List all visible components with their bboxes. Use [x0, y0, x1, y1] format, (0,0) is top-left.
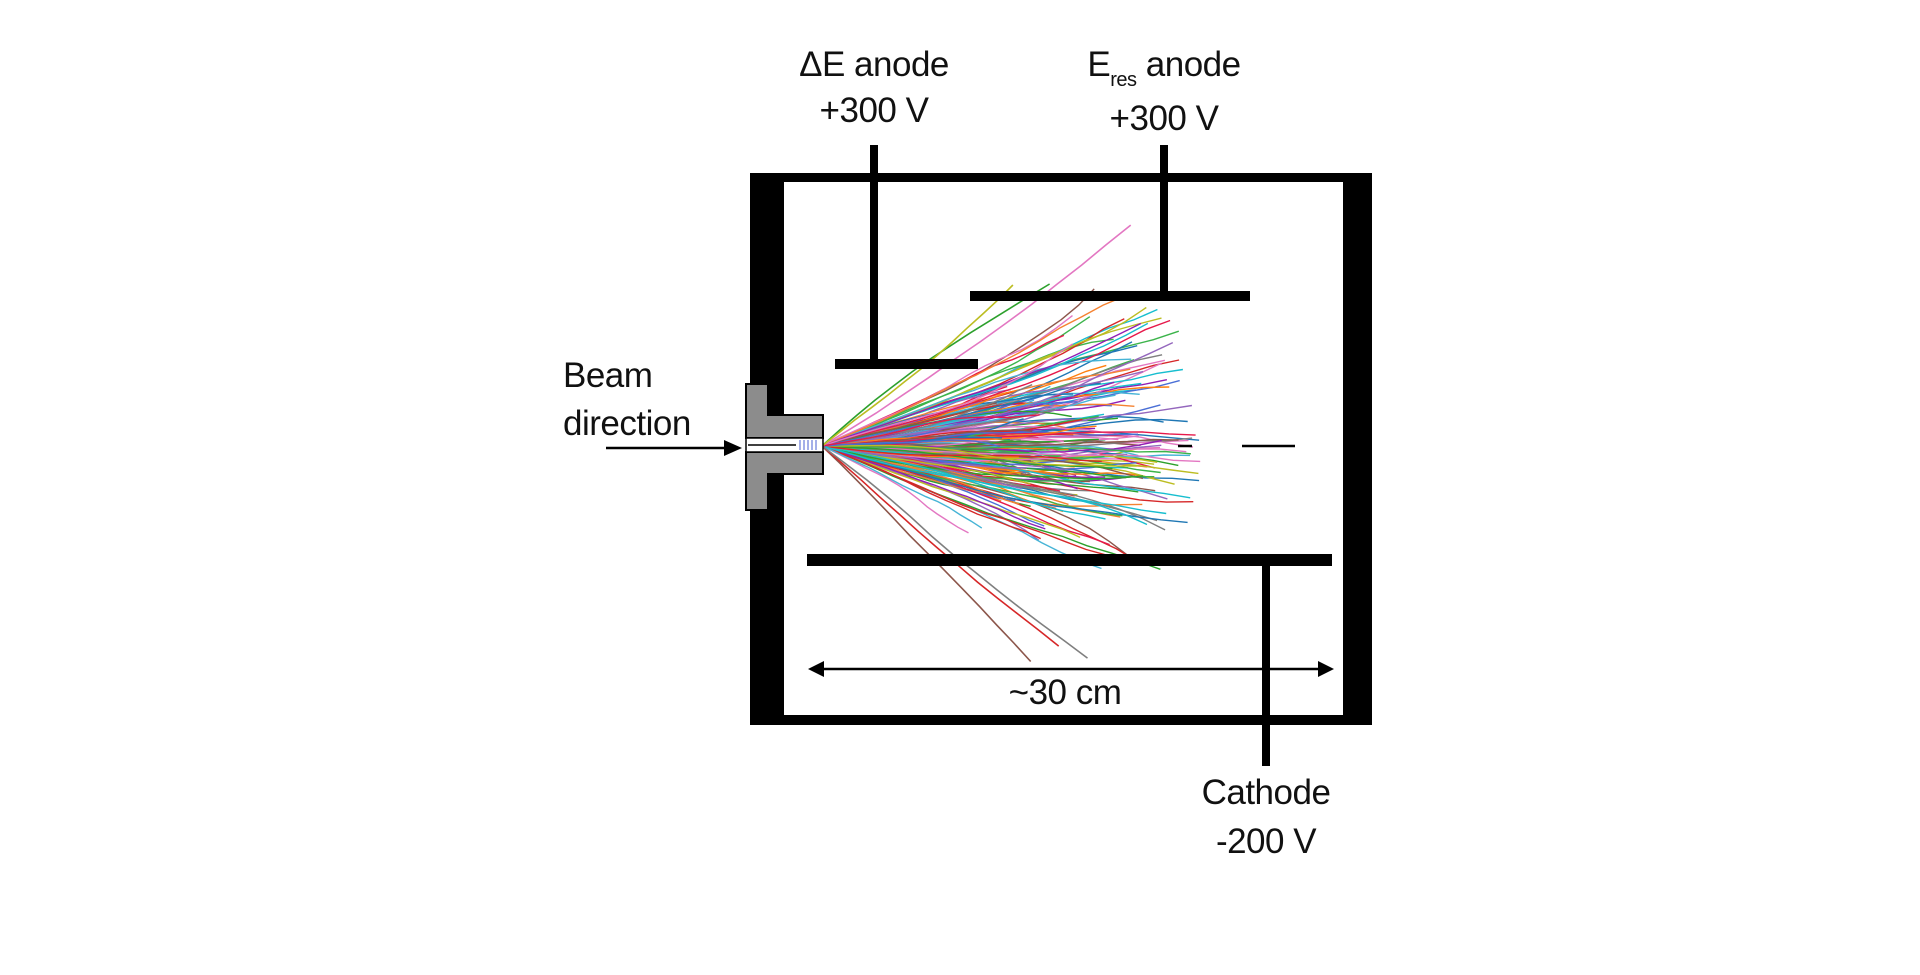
- particle-track: [821, 445, 983, 529]
- delta-e-anode-label: ΔE anode +300 V: [784, 47, 964, 128]
- delta-e-anode: [835, 145, 978, 369]
- e-res-anode-plate: [970, 291, 1250, 301]
- particle-tracks: [821, 224, 1201, 663]
- particle-track: [821, 322, 1142, 447]
- beam-label-line2: direction: [563, 404, 691, 443]
- dimension-arrow: [808, 661, 1334, 677]
- beam-direction-arrow: [606, 440, 742, 456]
- particle-track: [821, 315, 1073, 447]
- beam-direction-label: Beam direction: [563, 358, 691, 441]
- arrow-head-icon: [724, 440, 742, 456]
- particle-track: [821, 445, 1046, 530]
- e-res-anode: [970, 145, 1250, 301]
- e-res-symbol: E: [1087, 45, 1111, 84]
- e-res-anode-lead: [1160, 145, 1168, 297]
- delta-e-anode-name: ΔE anode: [799, 45, 949, 84]
- cathode-lead: [1262, 562, 1270, 766]
- particle-track: [821, 402, 997, 447]
- particle-track: [821, 445, 1158, 522]
- e-res-subscript: res: [1110, 69, 1137, 91]
- particle-track: [821, 445, 1144, 480]
- particle-track: [821, 358, 1132, 447]
- particle-track: [821, 295, 1126, 447]
- delta-e-anode-plate: [835, 359, 978, 369]
- e-res-anode-title: Eres anode: [1074, 47, 1254, 90]
- e-res-anode-label: Eres anode +300 V: [1074, 47, 1254, 136]
- particle-track: [821, 445, 1123, 517]
- cathode-name: Cathode: [1201, 773, 1331, 812]
- arrow-head-right-icon: [1318, 661, 1334, 677]
- delta-e-anode-lead: [870, 145, 878, 367]
- particle-track: [821, 444, 1137, 467]
- cathode: [807, 554, 1332, 766]
- particle-track: [821, 284, 1014, 447]
- delta-e-anode-voltage: +300 V: [819, 91, 929, 130]
- particle-track: [821, 445, 1148, 526]
- particle-track: [821, 414, 1040, 447]
- particle-track: [821, 319, 1171, 447]
- particle-track: [821, 283, 1051, 447]
- particle-track: [821, 445, 1060, 647]
- beam-label-line1: Beam: [563, 356, 653, 395]
- cathode-label: Cathode -200 V: [1176, 775, 1356, 859]
- e-res-anode-name: anode: [1145, 45, 1241, 84]
- window-grid: [799, 440, 817, 450]
- nozzle-lower-flange: [745, 451, 824, 511]
- particle-track: [821, 439, 1001, 448]
- particle-track: [821, 343, 1073, 447]
- cathode-voltage: -200 V: [1215, 822, 1317, 861]
- e-res-anode-voltage: +300 V: [1109, 99, 1219, 138]
- cathode-plate: [807, 554, 1332, 566]
- particle-track: [821, 224, 1132, 447]
- entrance-window-nozzle: [745, 383, 824, 511]
- chamber-bottom-wall: [750, 715, 1372, 725]
- chamber-right-wall: [1343, 173, 1372, 725]
- particle-track: [821, 425, 1097, 447]
- particle-track: [821, 445, 1022, 490]
- particle-track: [821, 445, 1113, 470]
- particle-track: [821, 445, 1108, 556]
- chamber-top-wall: [750, 173, 1372, 182]
- nozzle-upper-flange: [745, 383, 824, 439]
- particle-track: [821, 445, 1032, 663]
- arrow-head-left-icon: [808, 661, 824, 677]
- particle-track: [821, 445, 1081, 539]
- particle-track: [821, 445, 1102, 463]
- dimension-label: ~30 cm: [1008, 673, 1122, 712]
- particle-track: [821, 341, 1174, 447]
- particle-track: [821, 445, 1191, 455]
